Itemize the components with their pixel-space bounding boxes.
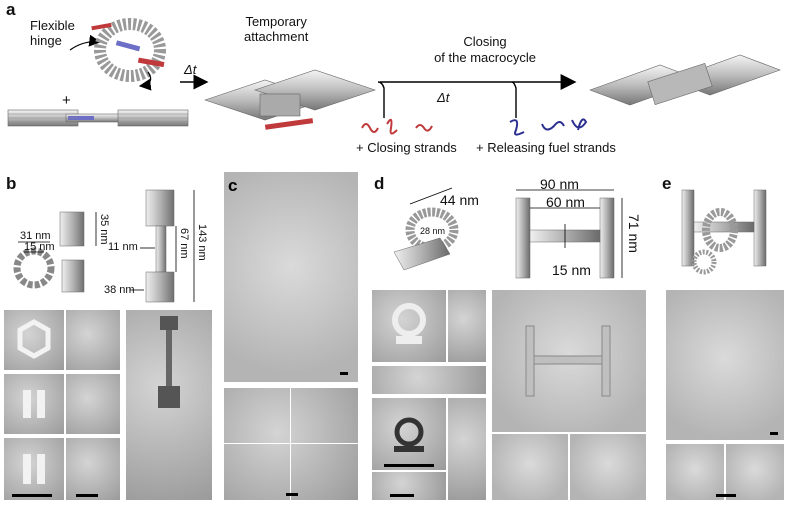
b-tem-long-beam: [126, 310, 212, 500]
dim-d-44: 44 nm: [440, 192, 479, 208]
hinge-module: [91, 18, 166, 91]
panel-label-d: d: [374, 174, 385, 193]
dim-b-38: 38 nm: [104, 284, 135, 296]
d-scalebar-2: [390, 494, 414, 497]
b-tem-ring-grid: [66, 310, 120, 370]
panel-d-schematic: [393, 187, 623, 279]
fuel-strands-illustration: [509, 118, 588, 136]
panel-e-schematic: [681, 189, 767, 275]
hinge-label-line1: Flexible: [30, 18, 75, 33]
d-tem-h-small-2: [570, 434, 646, 500]
panel-b-schematic: [13, 189, 195, 303]
d-tem-ring-large-2: [372, 398, 446, 470]
e-ring: [702, 208, 738, 252]
closing-line2: of the macrocycle: [434, 50, 536, 65]
delta-t-2: Δt: [437, 90, 450, 105]
beam-stem: [155, 225, 167, 273]
c-scalebar-2: [286, 493, 298, 496]
b-tem-beam-grid-1: [66, 374, 120, 434]
closing-strands-illustration: [361, 118, 433, 135]
dim-b-67: 67 nm: [178, 228, 190, 259]
short-block-top: [59, 211, 85, 247]
short-block-bottom: [61, 259, 85, 293]
e-tem-closeup-2: [726, 444, 784, 500]
hinge-label-line2: hinge: [30, 33, 62, 48]
delta-t-1: Δt: [184, 62, 197, 77]
closing-label: Closing of the macrocycle: [420, 34, 550, 66]
dim-b-35: 35 nm: [98, 214, 110, 245]
closing-line1: Closing: [463, 34, 507, 49]
b-scalebar-1: [12, 494, 52, 497]
closing-strands-label: + Closing strands: [356, 140, 457, 155]
c-tem-closeups: [224, 388, 358, 500]
hinge-label: Flexible hinge: [30, 18, 75, 48]
b-tem-beam-1: [4, 374, 64, 434]
c-tem-overview: [224, 172, 358, 382]
ring-cross-section: [13, 247, 55, 289]
attachment-line2: attachment: [244, 29, 309, 44]
beam-bottom-block: [145, 271, 175, 303]
panel-label-c-overlay: c: [228, 176, 238, 195]
dim-d-60: 60 nm: [546, 194, 585, 210]
beam-top-block: [145, 189, 175, 227]
c-sep-v: [290, 388, 291, 500]
d-scalebar-1: [384, 464, 434, 467]
e-tem-closeup-1: [666, 444, 724, 500]
dim-b-143: 143 nm: [196, 224, 208, 261]
d-h-right: [599, 197, 615, 279]
e-tem-overview: [666, 290, 784, 440]
plus-sign: +: [62, 92, 71, 109]
attached-structure: [204, 69, 376, 130]
c-scalebar-1: [340, 372, 348, 375]
b-scalebar-2: [76, 494, 98, 497]
e-h-bridge: [693, 221, 755, 233]
e-scalebar-1: [770, 432, 778, 435]
panel-a-illustration: [7, 18, 781, 136]
panel-label-e: e: [662, 174, 672, 193]
panel-label-b: b: [6, 174, 17, 193]
e-h-right: [753, 189, 767, 267]
attachment-label: Temporary attachment: [244, 14, 308, 44]
panel-label-a: a: [6, 0, 16, 19]
e-h-left: [681, 189, 695, 267]
b-tem-beam-2: [4, 438, 64, 500]
dim-d-28: 28 nm: [420, 226, 446, 236]
d-tem-h-small-1: [492, 434, 568, 500]
d-tem-ring-large: [372, 290, 446, 362]
dim-b-11: 11 nm: [108, 241, 138, 253]
dim-d-90: 90 nm: [540, 176, 579, 192]
hinge-arrow: [69, 34, 102, 51]
d-tem-ring-strip-2: [448, 398, 486, 500]
d-tem-ring-strip: [448, 290, 486, 362]
dim-b-31: 31 nm: [20, 230, 51, 242]
e-hinge-end: [691, 249, 717, 275]
d-tem-ring-row: [372, 366, 486, 394]
releasing-strands-label: + Releasing fuel strands: [476, 140, 616, 155]
c-sep-h: [224, 443, 358, 444]
d-ring: [405, 207, 459, 253]
dim-d-15: 15 nm: [552, 262, 591, 278]
b-tem-beam-grid-2: [66, 438, 120, 500]
closed-macrocycle: [589, 54, 781, 106]
e-scalebar-2: [716, 494, 736, 497]
beam-module: [7, 109, 189, 127]
dim-b-15: 15 nm: [24, 241, 55, 253]
b-tem-ring: [4, 310, 64, 370]
d-h-left: [515, 197, 531, 279]
d-tem-h-large: [492, 290, 646, 432]
attachment-line1: Temporary: [245, 14, 307, 29]
dim-d-71: 71 nm: [626, 214, 642, 253]
